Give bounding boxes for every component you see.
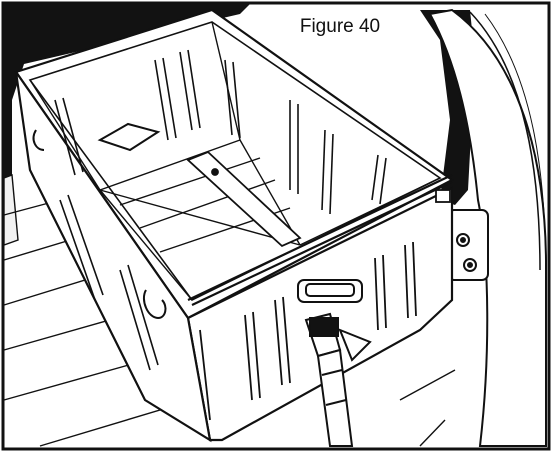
bin-left-wall xyxy=(14,71,212,443)
latch-bracket xyxy=(447,209,489,281)
bin-wall-ribs xyxy=(54,49,387,215)
center-divider-strap xyxy=(186,150,302,248)
dark-background xyxy=(4,4,250,178)
figure-caption: Figure 40 xyxy=(270,14,410,40)
front-handle xyxy=(297,279,363,303)
corner-hinge xyxy=(435,189,451,203)
right-arrow xyxy=(338,328,372,362)
tie-down-strap xyxy=(304,312,354,447)
left-arrow xyxy=(97,122,161,152)
side-hook xyxy=(32,129,167,320)
front-wall-ribs xyxy=(199,241,417,421)
side-wall-ribs xyxy=(59,194,159,371)
